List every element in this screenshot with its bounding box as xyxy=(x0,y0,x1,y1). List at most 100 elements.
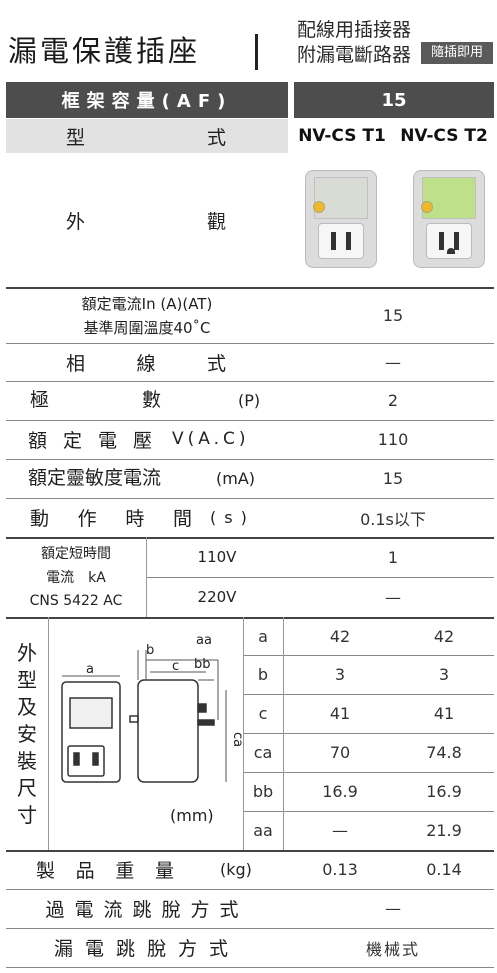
operate-label-b: 作 xyxy=(77,508,97,530)
divider xyxy=(243,733,494,734)
sensitivity-value: 15 xyxy=(382,469,404,488)
weight-unit: (kg) xyxy=(220,860,252,879)
column-divider xyxy=(146,537,147,617)
title-divider xyxy=(255,34,258,70)
type-label-band xyxy=(6,119,288,153)
dim-key-bb: bb xyxy=(252,782,274,801)
operate-time-label: 動 作 時 間 xyxy=(30,498,192,537)
dim-b-t2: 3 xyxy=(438,665,450,684)
column-divider xyxy=(243,617,244,850)
poles-unit: (P) xyxy=(238,391,261,410)
device-t2-test-button xyxy=(421,201,433,213)
frame-capacity-label: 框架容量(AF) xyxy=(61,91,233,112)
subtitle-line1: 配線用插接器 xyxy=(297,19,412,41)
dim-key-a: a xyxy=(258,626,268,646)
appearance-label-a: 外 xyxy=(66,210,86,233)
rated-current-label-line1: 額定電流In (A)(AT) xyxy=(81,294,213,313)
short-time-220v-label: 220V xyxy=(197,588,237,606)
overcurrent-trip-label: 過電流跳脫方式 xyxy=(45,899,249,921)
device-t2-slot-left xyxy=(439,232,444,250)
frame-label-band xyxy=(6,82,288,118)
dim-side-char: 尺 xyxy=(17,776,37,800)
front-view-panel xyxy=(69,697,113,729)
voltage-value: 110 xyxy=(377,430,409,449)
short-time-110v-label: 110V xyxy=(197,548,237,566)
leak-trip-label: 漏電跳脫方式 xyxy=(53,938,240,960)
dim-side-char: 型 xyxy=(17,668,37,692)
weight-label-a: 製 xyxy=(36,860,56,882)
front-view-socket xyxy=(67,745,105,777)
frame-capacity-value: 15 xyxy=(381,89,407,111)
divider xyxy=(146,577,494,578)
dim-side-char: 外 xyxy=(17,641,37,665)
model-t2: NV-CS T2 xyxy=(400,126,488,146)
divider xyxy=(6,381,494,382)
dim-key-aa: aa xyxy=(253,821,273,840)
page-title: 漏電保護插座 xyxy=(8,34,201,68)
dim-c-t2: 41 xyxy=(433,704,455,723)
dim-label-aa: aa xyxy=(196,633,212,648)
type-label-a: 型 xyxy=(66,126,86,149)
divider xyxy=(243,811,494,812)
frame-value-band xyxy=(294,82,494,118)
short-time-110v-value: 1 xyxy=(387,547,399,567)
device-t2-slot-right xyxy=(454,232,459,250)
dim-bb-t1: 16.9 xyxy=(322,782,358,801)
operate-label-d: 間 xyxy=(172,508,192,530)
divider xyxy=(6,287,494,289)
operate-unit: (s) xyxy=(210,508,255,527)
short-time-label-line1: 額定短時間 xyxy=(41,546,111,562)
side-view-prong xyxy=(197,703,207,713)
dim-label-bb: bb xyxy=(194,657,211,672)
operate-time-value: 0.1s以下 xyxy=(360,509,426,529)
rated-current-label-line2: 基準周圍溫度40˚C xyxy=(83,318,211,337)
column-divider xyxy=(283,617,284,850)
poles-value: 2 xyxy=(387,391,399,410)
dimension-drawing: a b c aa bb ca xyxy=(61,633,242,783)
dimension-unit: (mm) xyxy=(170,806,214,825)
type-label-b: 式 xyxy=(206,126,226,149)
phase-label-a: 相 xyxy=(66,352,86,375)
side-view-clip xyxy=(129,715,139,723)
voltage-unit: V(A.C) xyxy=(172,429,250,449)
divider xyxy=(6,420,494,421)
voltage-label-a: 額 xyxy=(28,430,48,452)
device-t1-test-button xyxy=(313,201,325,213)
weight-label-c: 重 xyxy=(115,860,135,882)
device-t1-slot-right xyxy=(346,232,351,250)
dim-label-ca: ca xyxy=(230,732,242,747)
dim-aa-t2: 21.9 xyxy=(426,821,462,840)
poles-label-b: 數 xyxy=(142,389,162,411)
device-t1-image xyxy=(305,170,377,268)
divider xyxy=(6,498,494,499)
divider xyxy=(6,459,494,460)
device-t2-ground xyxy=(447,248,455,254)
voltage-label-c: 電 xyxy=(97,430,117,452)
dim-c-t1: 41 xyxy=(329,704,351,723)
phase-label-c: 式 xyxy=(206,352,226,375)
dim-key-c: c xyxy=(258,704,268,723)
device-t1-slot-left xyxy=(331,232,336,250)
dim-aa-t1: — xyxy=(332,821,348,840)
poles-label-a: 極 xyxy=(30,389,50,411)
dim-label-b: b xyxy=(146,643,154,658)
front-view-slot xyxy=(92,752,99,766)
front-view-outline xyxy=(61,681,121,783)
plug-and-play-badge: 隨插即用 xyxy=(421,42,493,64)
short-time-220v-value: — xyxy=(385,587,401,607)
weight-t1: 0.13 xyxy=(322,860,358,879)
divider xyxy=(6,928,494,929)
device-t1-panel xyxy=(314,177,368,219)
dim-a-t2: 42 xyxy=(433,626,455,646)
overcurrent-trip-value: — xyxy=(385,899,401,918)
dim-side-char: 安 xyxy=(17,722,37,746)
rated-current-value: 15 xyxy=(382,306,404,325)
weight-label-d: 量 xyxy=(154,860,174,882)
divider xyxy=(6,617,494,619)
phase-label: 相 線 式 xyxy=(66,343,226,381)
dim-label-a: a xyxy=(86,662,94,677)
front-view-slot xyxy=(73,752,80,766)
divider xyxy=(6,967,494,968)
short-time-label-line3: CNS 5422 AC xyxy=(29,593,123,609)
dim-side-char: 裝 xyxy=(17,749,37,773)
